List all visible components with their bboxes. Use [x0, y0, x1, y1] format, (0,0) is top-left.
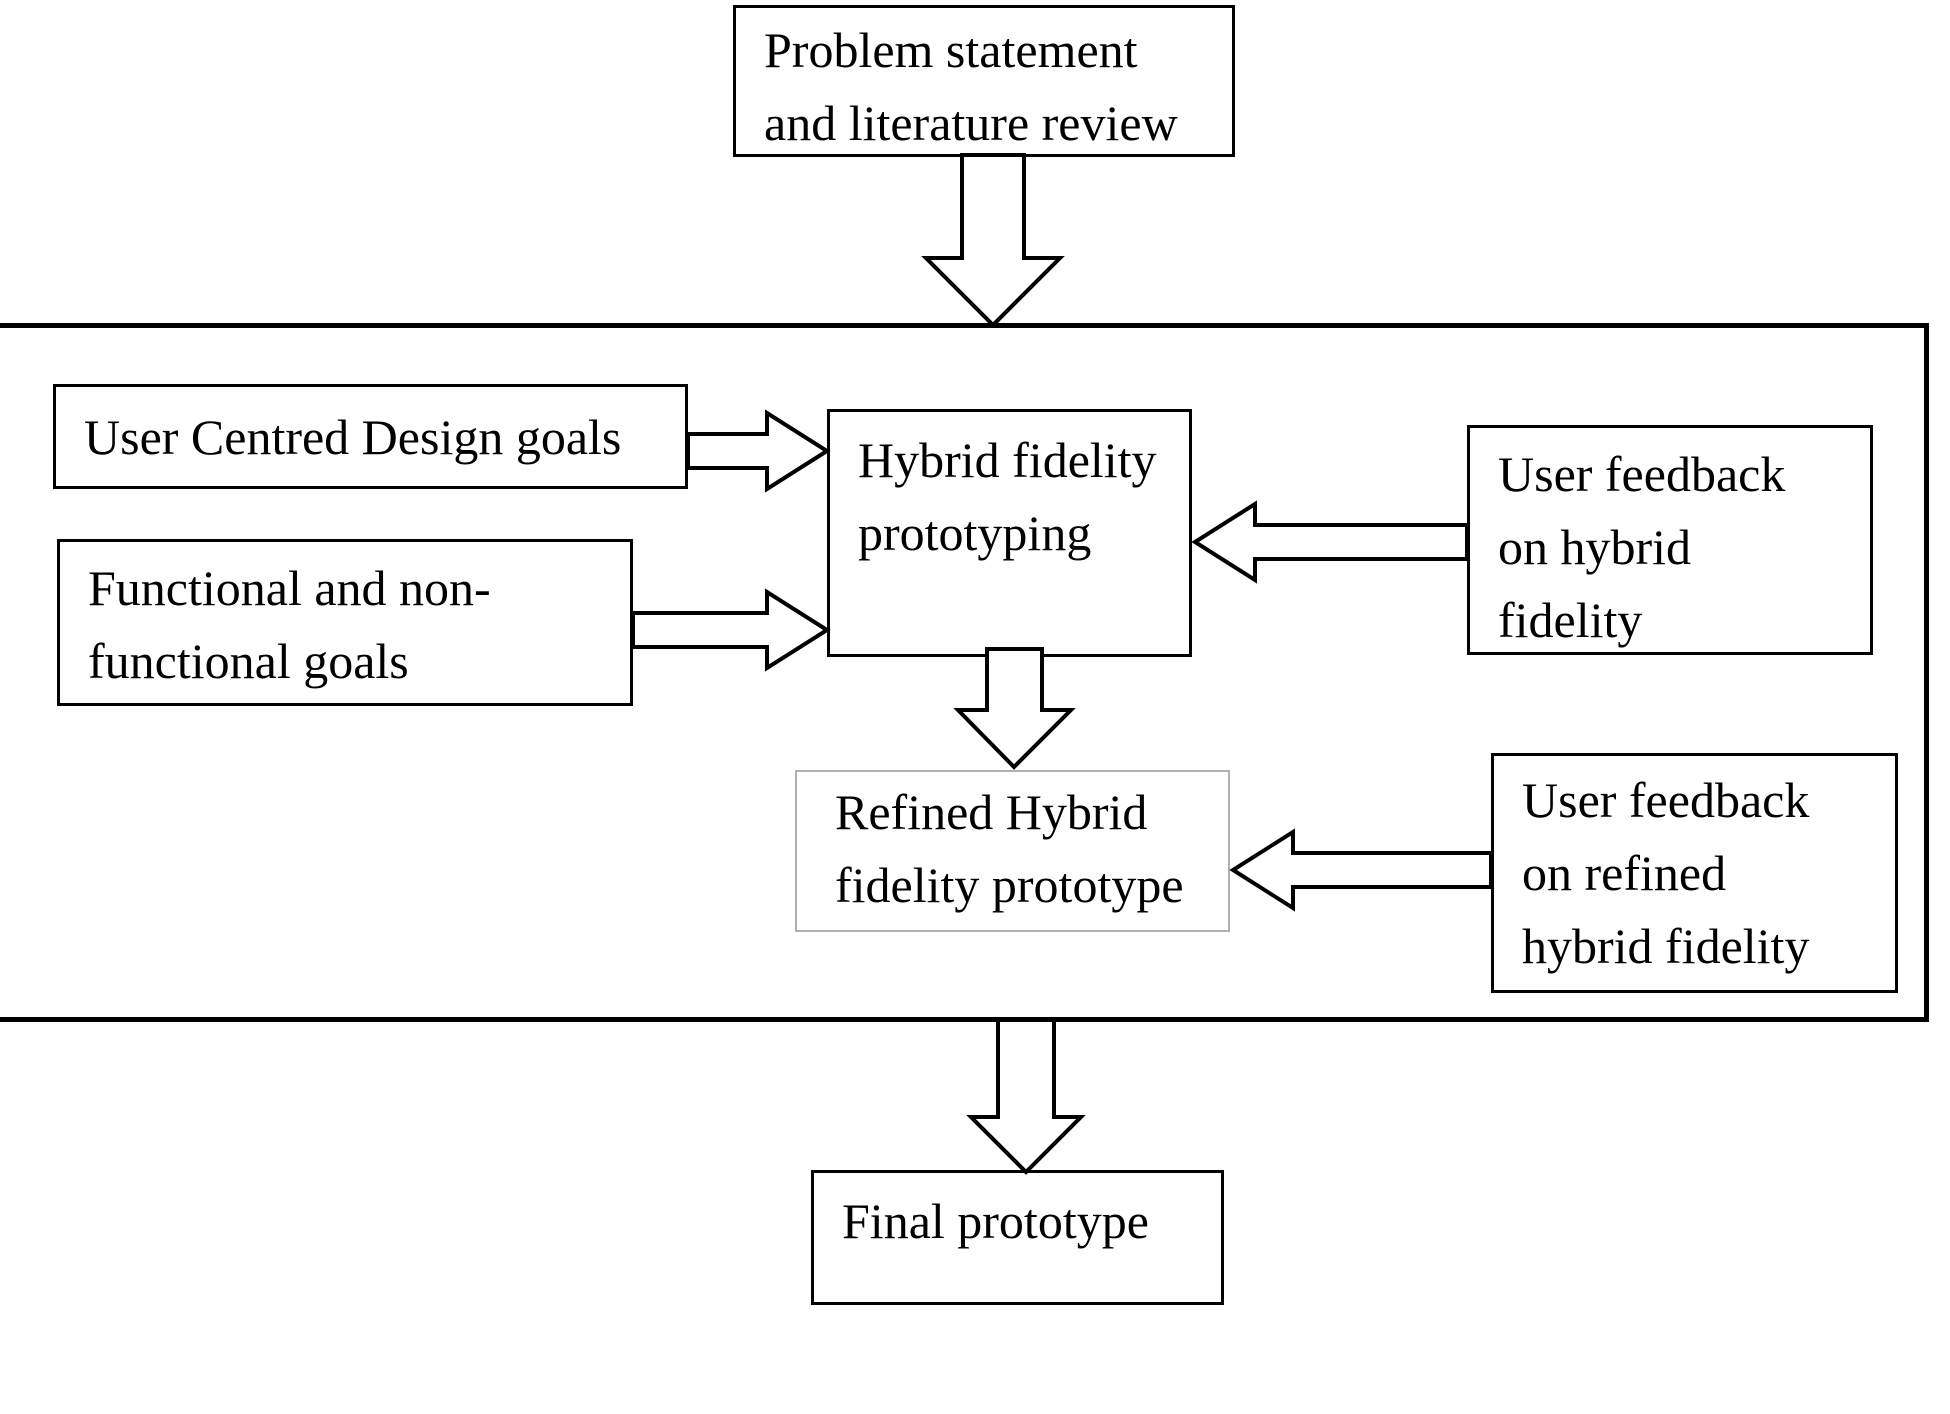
node-final-prototype: Final prototype [811, 1170, 1224, 1305]
node-feedback-hybrid: User feedback on hybrid fidelity [1467, 425, 1873, 655]
arrow-feedback-to-refined-icon [1229, 828, 1493, 912]
node-problem-statement-line1: Problem statement [764, 22, 1138, 78]
node-problem-statement-line2: and literature review [764, 95, 1178, 151]
node-ucd-goals: User Centred Design goals [53, 384, 688, 489]
arrow-feedback-to-hybrid-icon [1191, 500, 1469, 584]
arrow-hybrid-to-refined-icon [953, 647, 1076, 770]
node-final-prototype-line1: Final prototype [842, 1193, 1149, 1249]
arrow-ucd-to-hybrid-icon [686, 409, 831, 493]
node-functional-goals: Functional and non- functional goals [57, 539, 633, 706]
node-functional-goals-line2: functional goals [88, 633, 409, 689]
node-feedback-refined: User feedback on refined hybrid fidelity [1491, 753, 1898, 993]
node-feedback-refined-line3: hybrid fidelity [1522, 918, 1810, 974]
node-ucd-goals-line1: User Centred Design goals [84, 409, 622, 465]
node-refined-prototype: Refined Hybrid fidelity prototype [795, 770, 1230, 932]
arrow-problem-to-container-icon [921, 153, 1065, 328]
node-functional-goals-line1: Functional and non- [88, 560, 491, 616]
process-container-frame [0, 323, 1929, 1022]
arrow-container-to-final-icon [966, 1018, 1086, 1175]
node-problem-statement: Problem statement and literature review [733, 5, 1235, 157]
node-feedback-refined-line2: on refined [1522, 845, 1727, 901]
node-hybrid-prototyping-line2: prototyping [858, 505, 1092, 561]
arrow-functional-to-hybrid-icon [631, 588, 831, 672]
node-feedback-hybrid-line1: User feedback [1498, 446, 1786, 502]
node-hybrid-prototyping: Hybrid fidelity prototyping [827, 409, 1192, 657]
node-feedback-refined-line1: User feedback [1522, 772, 1810, 828]
node-refined-prototype-line2: fidelity prototype [835, 857, 1184, 913]
node-feedback-hybrid-line2: on hybrid [1498, 519, 1692, 575]
node-feedback-hybrid-line3: fidelity [1498, 592, 1643, 648]
node-refined-prototype-line1: Refined Hybrid [835, 784, 1148, 840]
node-hybrid-prototyping-line1: Hybrid fidelity [858, 432, 1157, 488]
